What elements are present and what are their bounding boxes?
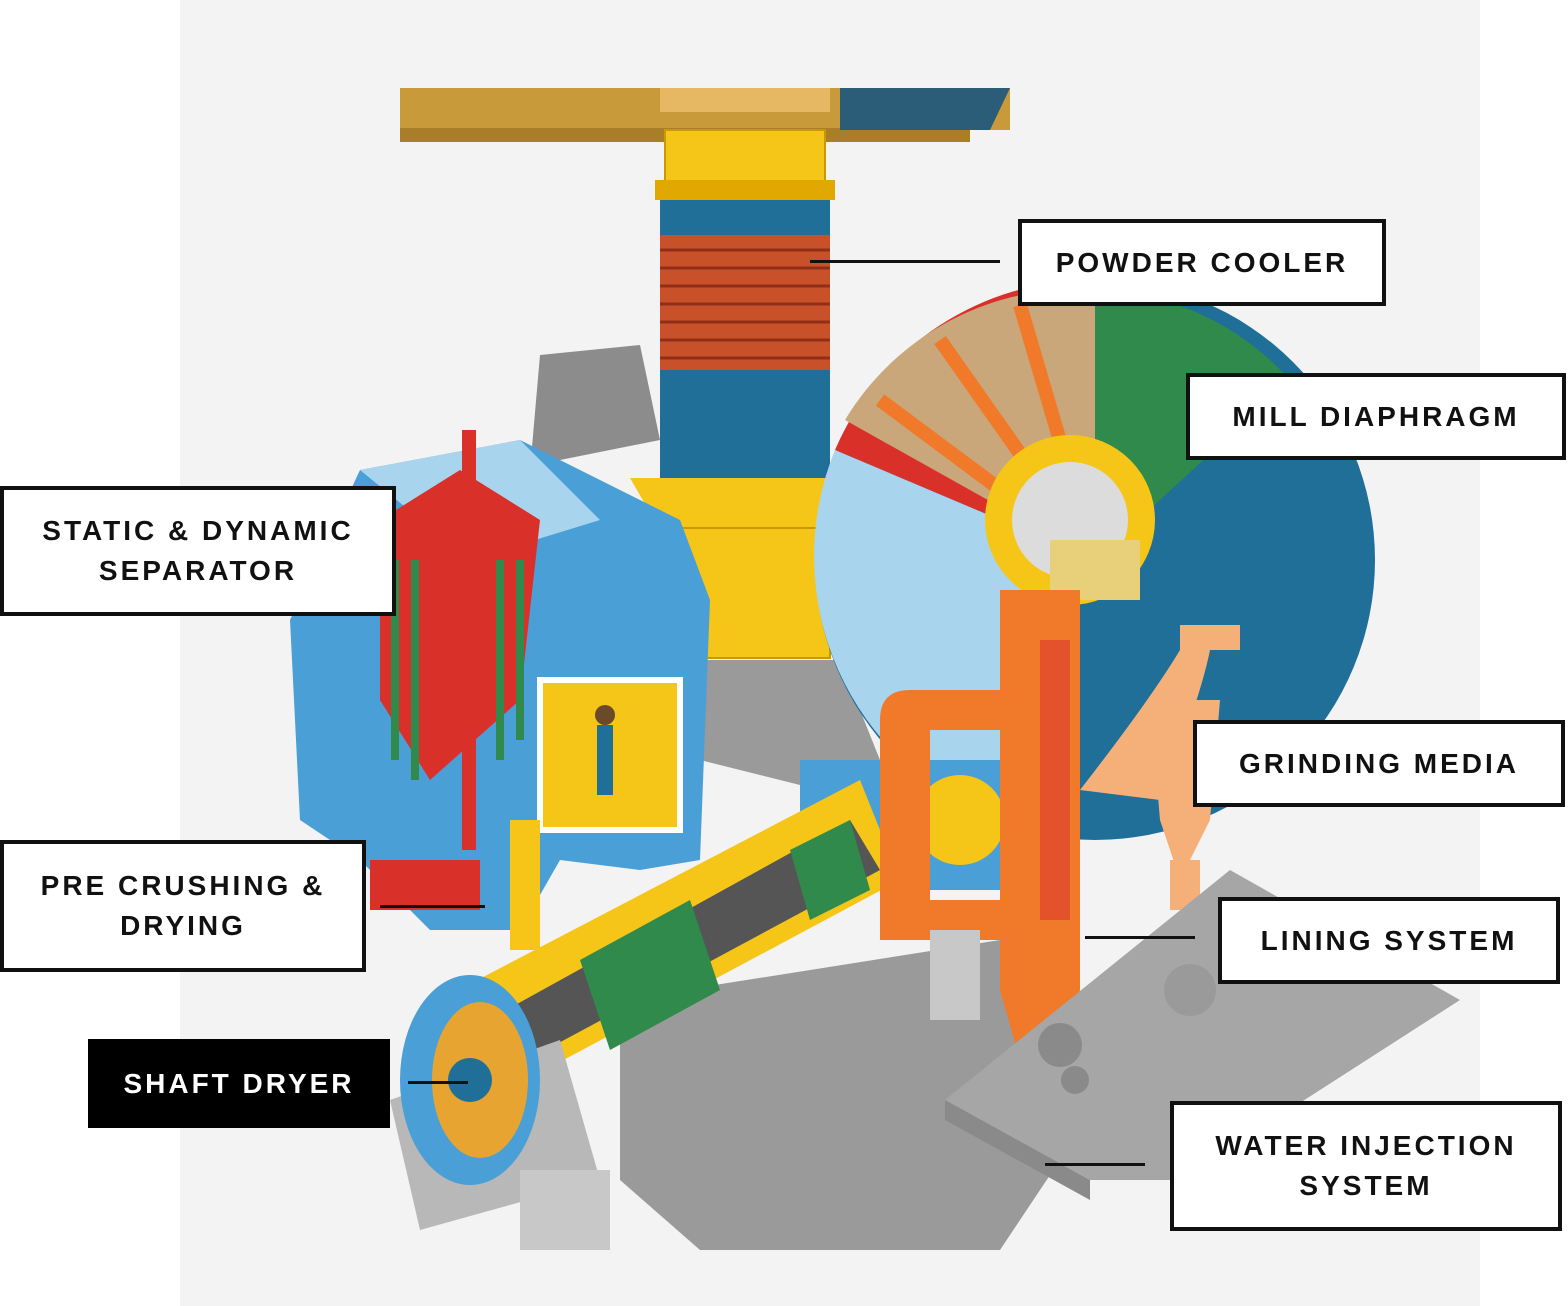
base-blocks bbox=[520, 930, 980, 1250]
leader-pre-crushing bbox=[380, 905, 485, 908]
leader-shaft-dryer bbox=[408, 1081, 468, 1084]
top-beam bbox=[400, 88, 1010, 142]
label-lining-system[interactable]: LINING SYSTEM bbox=[1218, 897, 1560, 984]
label-powder-cooler[interactable]: POWDER COOLER bbox=[1018, 219, 1386, 306]
label-pre-crushing-drying[interactable]: PRE CRUSHING & DRYING bbox=[0, 840, 366, 972]
label-grinding-media[interactable]: GRINDING MEDIA bbox=[1193, 720, 1565, 807]
powder-cooler-illustration bbox=[630, 129, 860, 659]
leader-lining-system bbox=[1085, 936, 1195, 939]
label-water-injection-system[interactable]: WATER INJECTION SYSTEM bbox=[1170, 1101, 1562, 1231]
label-static-dynamic-separator[interactable]: STATIC & DYNAMIC SEPARATOR bbox=[0, 486, 396, 616]
label-shaft-dryer[interactable]: SHAFT DRYER bbox=[88, 1039, 390, 1128]
leader-powder-cooler bbox=[810, 260, 1000, 263]
leader-water-injection bbox=[1045, 1163, 1145, 1166]
label-mill-diaphragm[interactable]: MILL DIAPHRAGM bbox=[1186, 373, 1566, 460]
